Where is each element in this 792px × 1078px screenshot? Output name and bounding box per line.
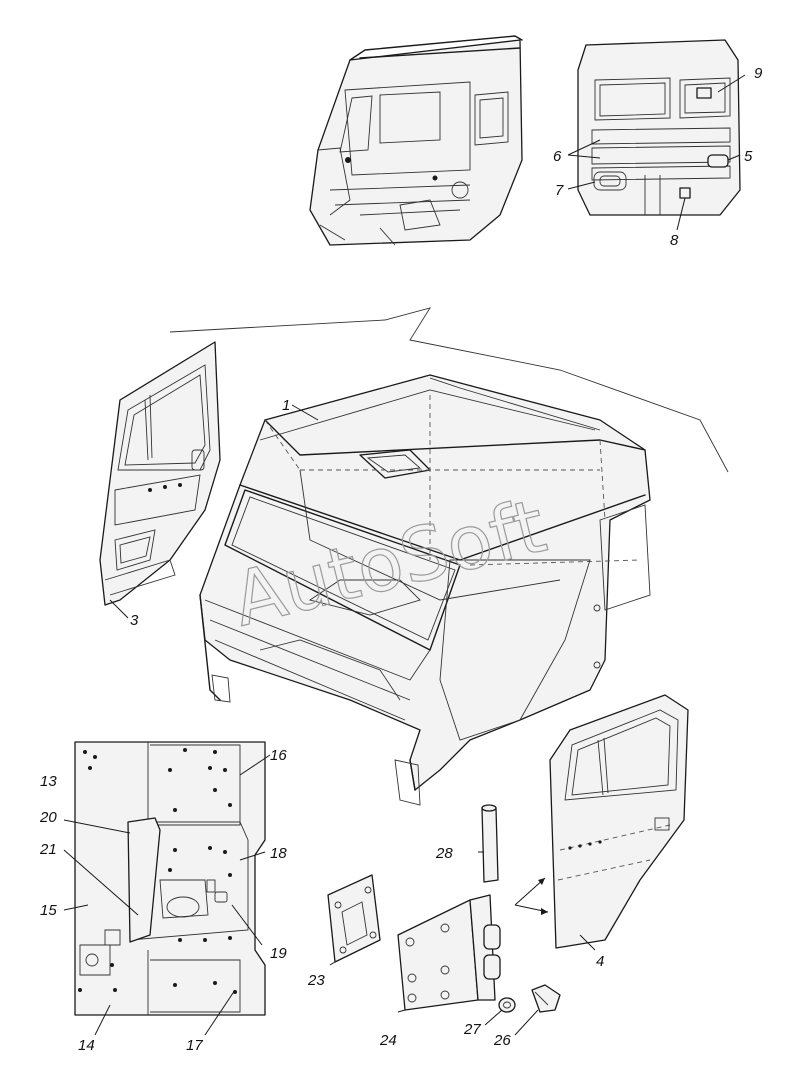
hinge [397,894,501,1011]
right-door [514,694,689,949]
leader-lines [63,74,746,1036]
washer [498,997,516,1013]
callout-28: 28 [435,845,453,862]
callout-14: 14 [78,1037,95,1054]
callout-23: 23 [307,972,325,989]
callout-16: 16 [270,747,287,764]
callout-24: 24 [379,1032,397,1049]
section-line [169,307,729,473]
callout-17: 17 [186,1037,203,1054]
callout-7: 7 [555,182,564,199]
callout-15: 15 [40,902,57,919]
callout-19: 19 [270,945,287,962]
left-door [99,341,221,606]
callout-5: 5 [744,148,753,165]
cab-rear-view [577,39,741,216]
floor-holes [78,748,237,994]
callout-26: 26 [493,1032,511,1049]
callout-20: 20 [39,809,57,826]
floor-panel [74,741,266,1016]
callout-18: 18 [270,845,287,862]
cab-side-view [309,35,523,246]
callout-1: 1 [282,397,290,414]
pin [481,804,499,883]
callout-6: 6 [553,148,562,165]
callout-8: 8 [670,232,679,249]
callout-27: 27 [463,1021,481,1038]
callout-9: 9 [754,65,763,82]
callout-labels: 1 3 4 5 6 7 8 9 13 14 15 16 17 18 19 20 … [39,65,763,1054]
callout-4: 4 [596,953,604,970]
plate [327,874,381,963]
callout-3: 3 [130,612,139,629]
callout-13: 13 [40,773,57,790]
cab-body-main [199,374,651,806]
bolt [531,984,561,1013]
callout-21: 21 [39,841,57,858]
